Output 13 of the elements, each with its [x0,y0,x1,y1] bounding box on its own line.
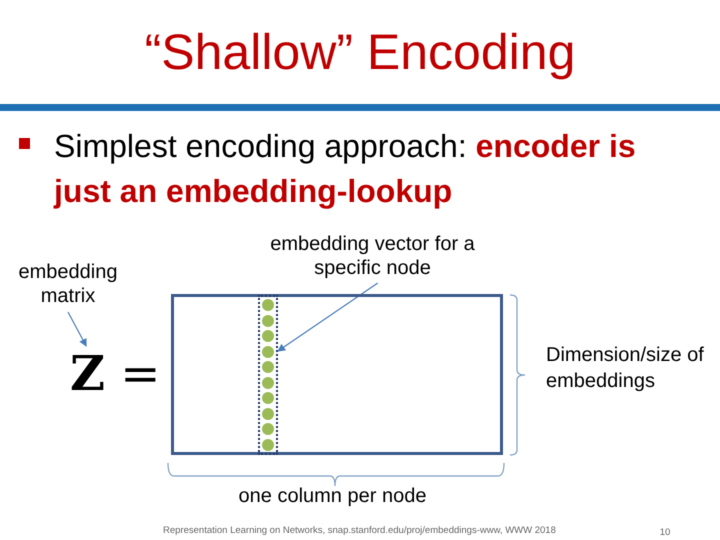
column-vector [258,295,278,455]
math-expression: Z = [70,346,160,402]
annotation-text: Dimension/size of embeddings [546,343,705,394]
annotation-text: one column per node [238,484,428,509]
footer-text: Representation Learning on Networks, snap.stanford.edu/proj/embeddings-www, WWW 2018 [163,525,557,537]
leader-arrow [277,282,378,352]
leader-arrow [67,312,87,347]
matrix-box [171,294,503,455]
bullet-text: Simplest encoding approach: encoder is just an embedding-lookup [54,127,637,211]
page-number: 10 [658,527,672,539]
annotation-text: embedding vector for a specific node [240,229,505,283]
slide-title: “Shallow” Encoding [144,23,576,82]
annotation-text: embedding matrix [4,256,132,312]
